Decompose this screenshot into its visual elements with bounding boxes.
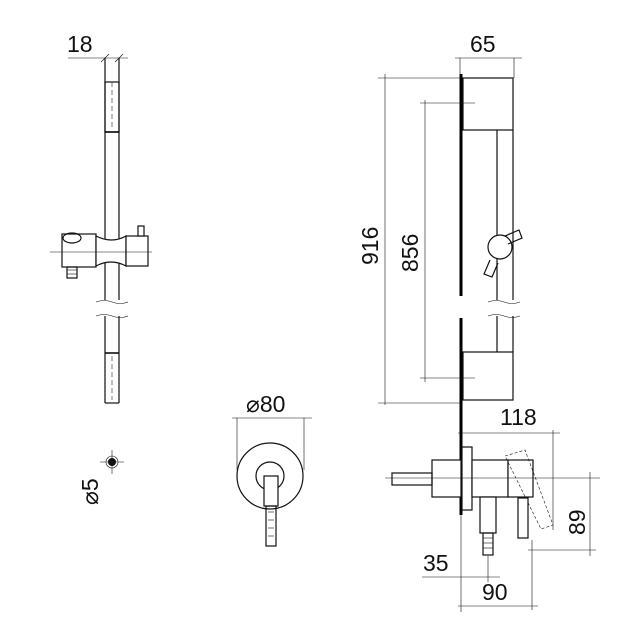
dim-valve-depth: 90 [482,579,508,605]
dim-valve-projection: 118 [500,404,537,430]
dim-hole-diameter: ⌀5 [77,478,103,505]
dim-rail-width: 18 [67,31,93,57]
dim-valve-height: 89 [564,509,590,535]
flange-front-view: ⌀80 [232,391,312,547]
hole-detail: ⌀5 [77,450,124,505]
valve-side-view: 118 89 35 90 [385,404,600,612]
dim-flange-diameter: ⌀80 [246,391,285,417]
dim-rail-total-length: 916 [357,227,383,265]
rail-side-view: 916 856 65 [357,31,523,515]
dim-outlet-offset: 35 [423,550,449,576]
rail-front-view: 18 [50,31,152,404]
dim-bracket-spacing: 856 [397,234,423,272]
dim-rail-depth: 65 [470,31,496,57]
